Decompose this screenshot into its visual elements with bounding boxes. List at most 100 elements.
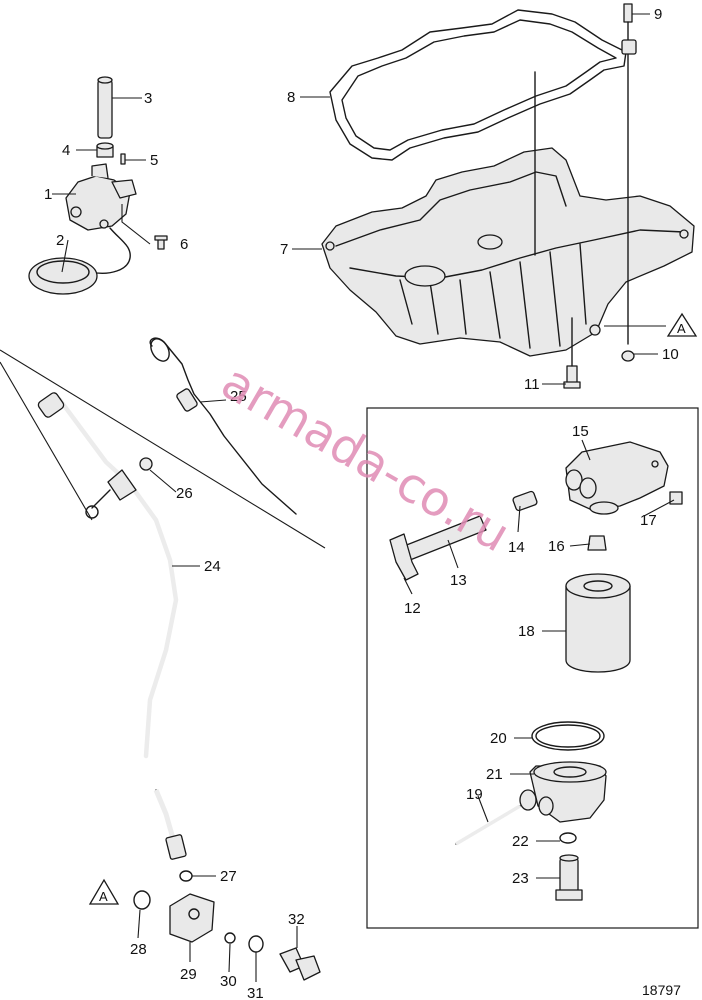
part-7-oil-pan-flange bbox=[335, 171, 567, 247]
part-25-dipstick-seal bbox=[176, 388, 198, 412]
part-6-screw-head bbox=[154, 235, 168, 241]
callout-13: 13 bbox=[450, 572, 467, 589]
part-24-tube-top-cap bbox=[37, 392, 65, 418]
callout-10: 10 bbox=[662, 346, 679, 363]
callout-7: 7 bbox=[280, 241, 288, 258]
callout-3: 3 bbox=[144, 90, 152, 107]
callout-6: 6 bbox=[180, 236, 188, 253]
callout-32: 32 bbox=[288, 911, 305, 928]
part-7-oil-pan-sump bbox=[404, 265, 446, 287]
connection-marker-upper: A bbox=[666, 312, 698, 337]
part-16-nipple bbox=[587, 535, 607, 551]
part-21-side-port-a bbox=[519, 789, 537, 811]
part-23-hollow-bolt bbox=[559, 857, 579, 893]
callout-9: 9 bbox=[654, 6, 662, 23]
leader-30 bbox=[228, 943, 231, 973]
callout-21: 21 bbox=[486, 766, 503, 783]
part-7-oil-pan bbox=[321, 147, 695, 357]
part-27-o-ring bbox=[179, 870, 193, 882]
part-10-washer bbox=[621, 350, 635, 362]
part-24-tube-bracket-arm bbox=[91, 489, 111, 509]
part-32-plug-head bbox=[295, 955, 321, 981]
leader-19 bbox=[477, 795, 489, 823]
connection-marker-lower: A bbox=[88, 878, 120, 905]
part-24-dipstick-tube-outline bbox=[47, 399, 177, 757]
leader-14 bbox=[517, 505, 521, 533]
part-9-stud bbox=[623, 3, 633, 23]
part-7-bolt-hole-b bbox=[679, 229, 689, 239]
leader-25 bbox=[199, 399, 227, 403]
part-9-boss bbox=[621, 39, 637, 55]
part-30-washer bbox=[224, 932, 236, 944]
part-18-oil-filter-port bbox=[583, 580, 613, 592]
callout-24: 24 bbox=[204, 558, 221, 575]
callout-30: 30 bbox=[220, 973, 237, 990]
leader-lines bbox=[52, 13, 675, 982]
marker-a-upper-label: A bbox=[677, 321, 686, 336]
leader-16 bbox=[569, 543, 591, 547]
part-7-oil-pan-boss bbox=[477, 234, 503, 250]
part-7-bolt-hole-a bbox=[325, 241, 335, 251]
callout-14: 14 bbox=[508, 539, 525, 556]
part-8-gasket-inner bbox=[341, 19, 617, 151]
leader-28 bbox=[137, 909, 141, 939]
part-11-bolt-head bbox=[563, 381, 581, 389]
part-1-pump-bolt-b bbox=[99, 219, 109, 229]
part-18-oil-filter-top bbox=[565, 573, 631, 599]
dipstick-guide-line-upper bbox=[0, 349, 326, 549]
part-1-pump-bolt-a bbox=[70, 206, 82, 218]
part-21-side-port-b bbox=[538, 796, 554, 816]
part-24-dipstick-tube-fill bbox=[45, 396, 179, 759]
part-4-bushing-top bbox=[96, 142, 114, 150]
part-23-hollow-bolt-head bbox=[555, 889, 583, 901]
callout-28: 28 bbox=[130, 941, 147, 958]
callout-8: 8 bbox=[287, 89, 295, 106]
part-26-screw bbox=[139, 457, 153, 471]
part-15-head-base bbox=[589, 501, 619, 515]
marker-a-lower-label: A bbox=[99, 889, 108, 904]
callout-17: 17 bbox=[640, 512, 657, 529]
callout-1: 1 bbox=[44, 186, 52, 203]
callout-5: 5 bbox=[150, 152, 158, 169]
callout-27: 27 bbox=[220, 868, 237, 885]
part-20-o-ring-inner bbox=[535, 724, 601, 748]
part-15-port-b bbox=[579, 477, 597, 499]
part-2-strainer-rim bbox=[36, 260, 90, 284]
part-20-o-ring bbox=[531, 721, 605, 751]
dipstick-assembly bbox=[0, 337, 326, 759]
part-1-pump-neck bbox=[91, 163, 109, 179]
part-28-washer bbox=[133, 890, 151, 910]
callout-25: 25 bbox=[230, 388, 247, 405]
part-22-washer bbox=[559, 832, 577, 844]
callout-18: 18 bbox=[518, 623, 535, 640]
callout-22: 22 bbox=[512, 833, 529, 850]
part-7-drain-boss bbox=[589, 324, 601, 336]
leader-15 bbox=[581, 439, 591, 461]
leader-2 bbox=[61, 239, 69, 273]
part-29-banjo-hole bbox=[188, 908, 200, 920]
leader-17 bbox=[643, 499, 675, 517]
callout-26: 26 bbox=[176, 485, 193, 502]
callout-23: 23 bbox=[512, 870, 529, 887]
part-3-pipe bbox=[97, 79, 113, 139]
marker-a-lower-triangle bbox=[88, 878, 120, 905]
part-23-hollow-bolt-top bbox=[559, 854, 579, 862]
drain-hose-fill bbox=[153, 789, 177, 843]
callout-16: 16 bbox=[548, 538, 565, 555]
callout-19: 19 bbox=[466, 786, 483, 803]
part-17-plug bbox=[669, 491, 683, 505]
callout-20: 20 bbox=[490, 730, 507, 747]
part-21-housing-port bbox=[553, 766, 587, 778]
callout-labels: 1 2 3 4 5 6 7 8 9 10 11 12 13 14 15 16 1… bbox=[44, 6, 679, 1000]
part-24-bracket-eye bbox=[85, 505, 99, 519]
drain-hose-fitting bbox=[165, 834, 187, 860]
part-2-strainer bbox=[28, 257, 98, 295]
part-21-housing-top bbox=[533, 761, 607, 783]
callout-29: 29 bbox=[180, 966, 197, 983]
callout-4: 4 bbox=[62, 142, 70, 159]
part-1-pump-bracket bbox=[111, 179, 137, 199]
callout-31: 31 bbox=[247, 985, 264, 1000]
pan-fasteners bbox=[534, 3, 637, 389]
part-7-oil-pan-body bbox=[321, 147, 695, 357]
